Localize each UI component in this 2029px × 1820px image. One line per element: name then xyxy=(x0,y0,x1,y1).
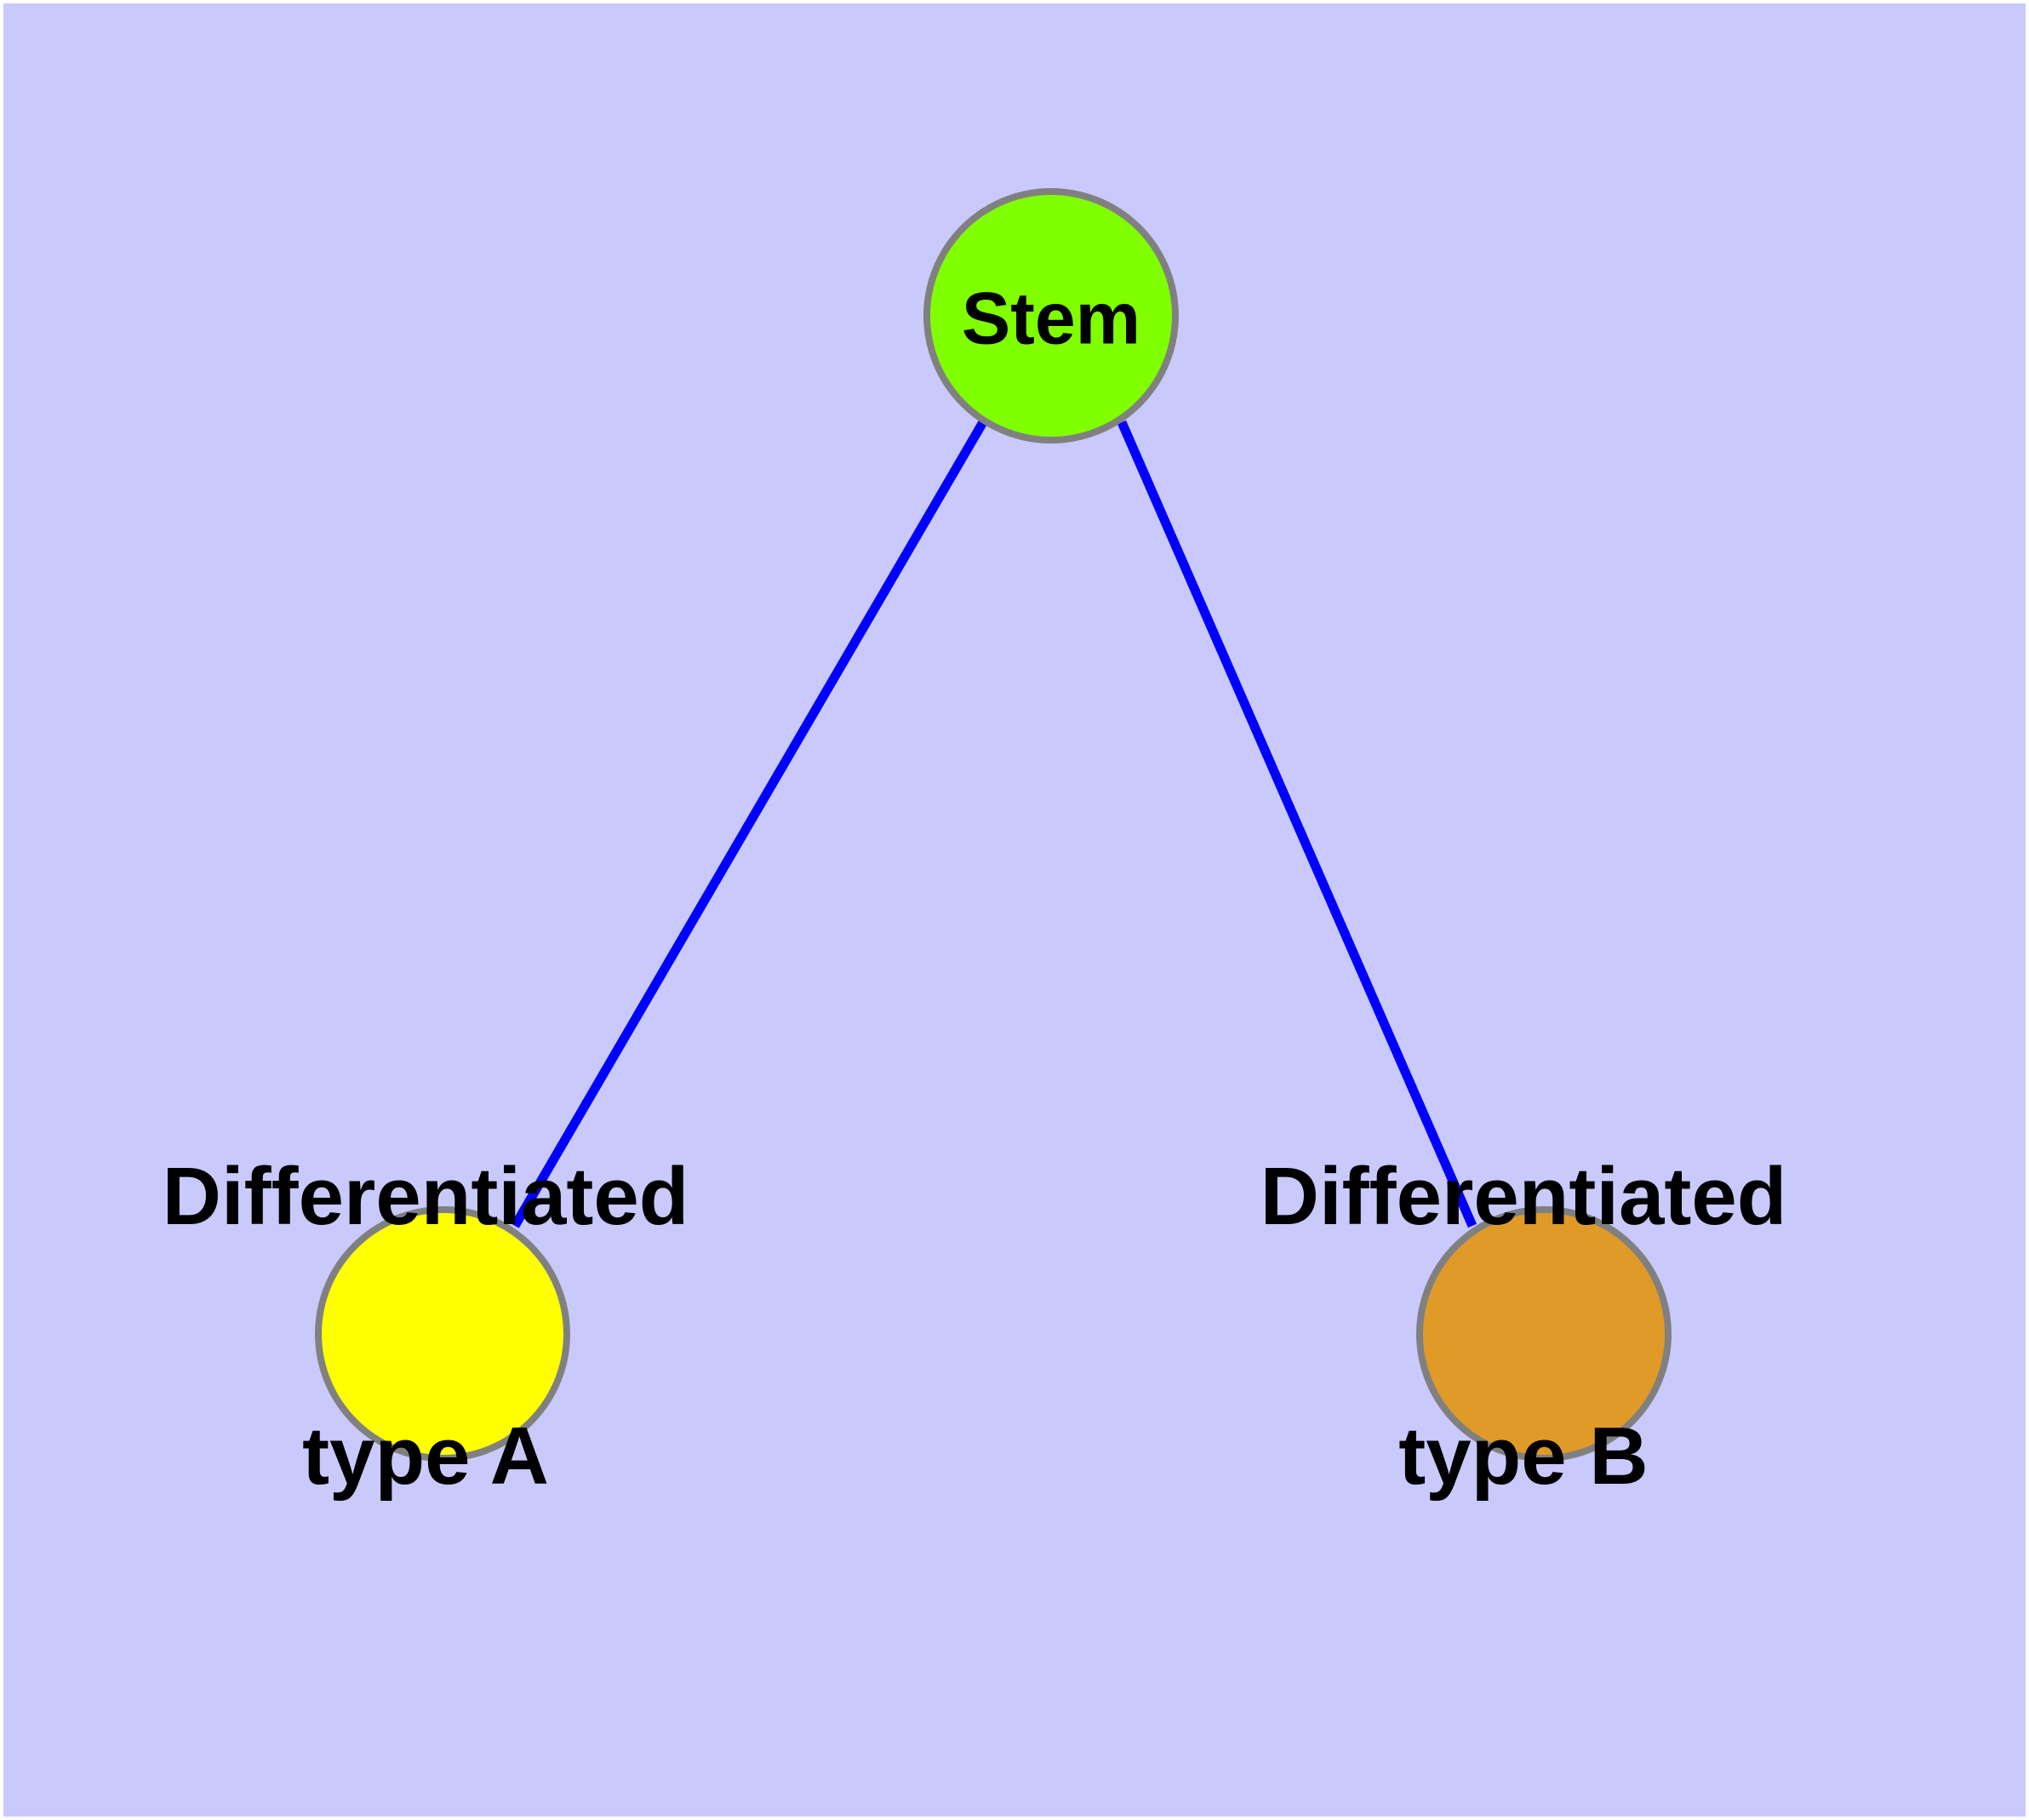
edge-stem-to-diff-a[interactable] xyxy=(511,420,987,1228)
edge-stem-to-diff-b[interactable] xyxy=(1117,420,1477,1228)
node-differentiated-type-a[interactable] xyxy=(315,1206,570,1462)
nodes-group xyxy=(315,188,1672,1462)
node-stem[interactable] xyxy=(923,188,1179,444)
edges-group xyxy=(511,420,1477,1228)
node-differentiated-type-b[interactable] xyxy=(1416,1206,1672,1462)
